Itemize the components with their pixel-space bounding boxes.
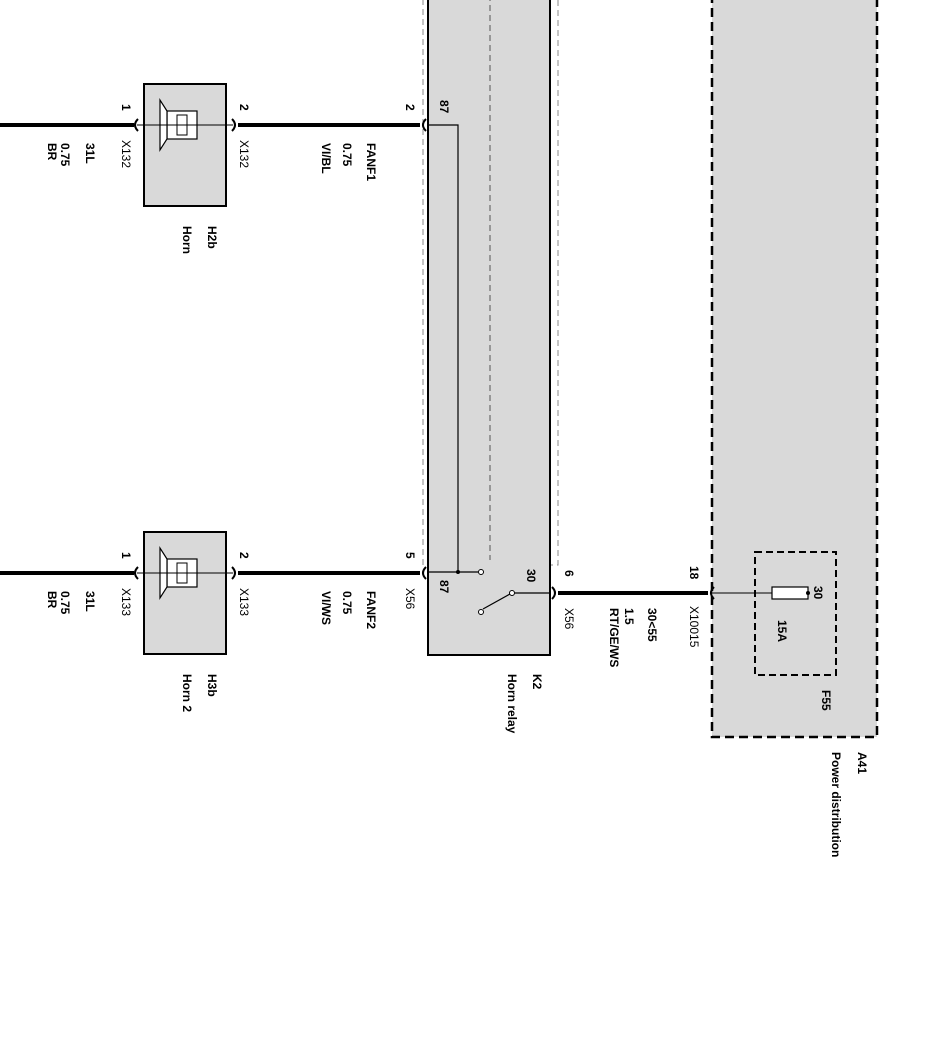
k2-pin-30: 30 [524,569,538,583]
k2-conn-x56-b: X56 [562,608,576,630]
relay-contact-87 [478,569,484,575]
a41-id: A41 [855,752,869,774]
wire-ground-top-line3: BR [45,143,59,161]
wire-ground-bottom-line1: 31L [83,591,97,612]
connector-x56-pin2 [422,118,427,132]
wire-supply-line2: 1.5 [622,608,636,625]
h3b-pin-left: 1 [119,552,133,559]
k2-conn-x56-a: X56 [403,588,417,610]
wire-supply-line1: 30<55 [645,608,659,642]
wire-fanf1-line1: FANF1 [364,143,378,181]
h2b-conn-right: X132 [237,140,251,168]
wire-fanf2-line1: FANF2 [364,591,378,629]
k2-name: Horn relay [505,674,519,734]
h2b-id: H2b [205,226,219,249]
k2-horn-relay-box [427,0,551,656]
h3b-conn-right: X133 [237,588,251,616]
wire-ground-top-line2: 0.75 [58,143,72,167]
k2-pin-6: 6 [562,570,576,577]
h2b-pin-left: 1 [119,104,133,111]
connector-x56-pin5 [422,566,427,580]
connector-x10015-pin18 [710,586,715,600]
connector-x132-right [231,118,236,132]
wire-supply-line3: RT/GE/WS [607,608,621,667]
k2-pin-87-top: 87 [437,100,451,114]
f55-id: F55 [819,690,833,711]
connector-x133-right [231,566,236,580]
h3b-pin-right: 2 [237,552,251,559]
h3b-horn-box [143,531,227,655]
h2b-name: Horn [180,226,194,254]
f55-terminal-30: 30 [811,586,825,600]
k2-id: K2 [530,674,544,690]
k2-internal-87-link [428,124,459,572]
connector-x56-pin6 [551,586,556,600]
a41-pin-18: 18 [687,566,701,580]
wire-fanf1-line3: VI/BL [319,143,333,174]
h2b-pin-right: 2 [237,104,251,111]
connector-x133-left [134,566,139,580]
wire-fanf2-line3: VI/WS [319,591,333,625]
relay-contact-nc [478,609,484,615]
relay-switch-arm [482,593,511,610]
a41-conn-x10015: X10015 [687,606,701,648]
relay-contact-30 [509,590,515,596]
f55-fuse-box [754,551,837,676]
h3b-conn-left: X133 [119,588,133,616]
wire-ground-top-line1: 31L [83,143,97,164]
wire-fanf2-line2: 0.75 [340,591,354,615]
k2-pin-87-bottom: 87 [437,580,451,594]
wire-ground-bottom-line3: BR [45,591,59,609]
h2b-horn-box [143,83,227,207]
f55-rating: 15A [775,620,789,642]
k2-pin-5: 5 [403,552,417,559]
wire-ground-bottom-line2: 0.75 [58,591,72,615]
horn-icon [137,545,233,601]
h2b-conn-left: X132 [119,140,133,168]
a41-name: Power distribution [829,752,843,857]
wire-fanf1-line2: 0.75 [340,143,354,167]
fuse-icon [771,586,809,600]
k2-pin-2: 2 [403,104,417,111]
horn-icon [137,97,233,153]
connector-x132-left [134,118,139,132]
h3b-id: H3b [205,674,219,697]
h3b-name: Horn 2 [180,674,194,712]
